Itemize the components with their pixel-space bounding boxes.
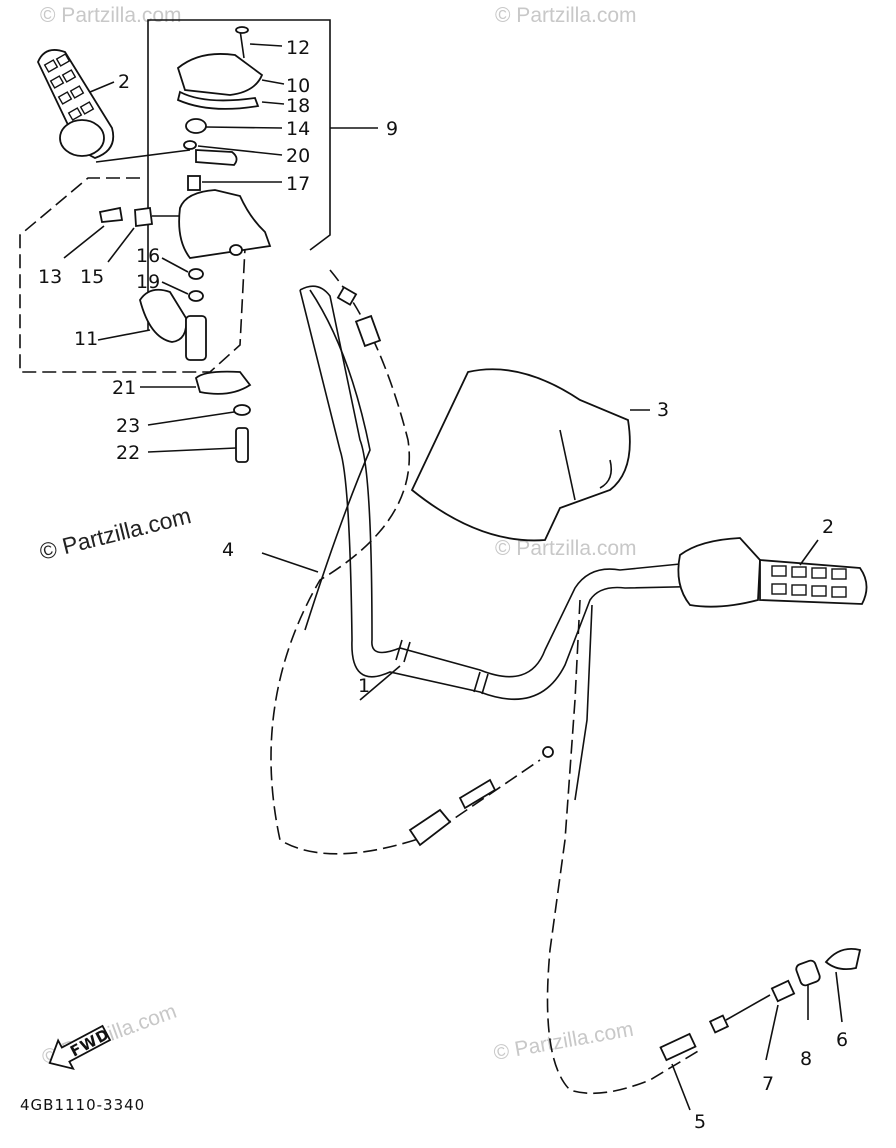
watermark-main: © Partzilla.com (37, 502, 194, 565)
drawing-number: 4GB1110-3340 (20, 1096, 145, 1114)
callout-labels: 1 2 2 3 4 5 6 7 8 9 10 11 12 13 15 14 16… (38, 37, 848, 1133)
callout-17: 17 (286, 173, 310, 195)
callout-14: 14 (286, 118, 310, 140)
callout-6: 6 (836, 1029, 848, 1051)
callout-9: 9 (386, 118, 398, 140)
cover-10 (176, 53, 264, 96)
bracket-21 (194, 370, 252, 395)
callout-21: 21 (112, 377, 136, 399)
callout-13: 13 (38, 266, 62, 288)
washer-20 (183, 140, 197, 150)
callout-2-right: 2 (822, 516, 834, 538)
spring-17 (187, 175, 201, 191)
grip-leader-line (95, 149, 191, 163)
cable-4 (261, 269, 554, 855)
cable-end-parts (765, 947, 862, 1061)
watermark-top-left: © Partzilla.com (40, 4, 182, 27)
callout-5: 5 (694, 1111, 706, 1133)
washer-23 (233, 404, 251, 416)
left-grip (37, 49, 115, 159)
callout-19: 19 (136, 271, 160, 293)
callout-4: 4 (222, 539, 234, 561)
switch-assembly-box (19, 19, 378, 373)
callout-2-left: 2 (118, 71, 130, 93)
washer-19 (188, 290, 204, 302)
handlebar (299, 285, 721, 701)
watermark-middle: © Partzilla.com (495, 537, 637, 560)
screw-13 (98, 206, 124, 223)
watermark-bottom-right: © Partzilla.com (492, 1018, 635, 1065)
callout-23: 23 (116, 415, 140, 437)
gasket-18 (176, 90, 260, 110)
callout-8: 8 (800, 1048, 812, 1070)
callout-22: 22 (116, 442, 140, 464)
handlebar-cover (410, 368, 650, 542)
callout-16: 16 (136, 245, 160, 267)
bolt-15 (134, 206, 154, 228)
callout-14-label-15: 15 (80, 266, 104, 288)
washer-16 (188, 268, 204, 280)
callout-7: 7 (762, 1073, 774, 1095)
adjuster-6 (824, 947, 862, 971)
lever-11 (139, 288, 188, 343)
cable-5 (546, 599, 771, 1111)
nut-14 (185, 118, 207, 134)
watermark-top-right: © Partzilla.com (495, 4, 637, 27)
throttle-housing (178, 189, 272, 259)
collar-8 (795, 959, 821, 987)
bolt-22 (235, 427, 249, 463)
callout-11: 11 (74, 328, 98, 350)
spring-7 (770, 979, 796, 1003)
right-grip (677, 537, 868, 608)
callout-12: 12 (286, 37, 310, 59)
callout-18: 18 (286, 95, 310, 117)
callout-20: 20 (286, 145, 310, 167)
callout-1: 1 (358, 675, 370, 697)
box-outline (147, 19, 331, 330)
callout-3: 3 (657, 399, 669, 421)
throttle-parts (63, 26, 285, 463)
callout-10: 10 (286, 75, 310, 97)
box-dashed-outline (19, 177, 246, 373)
